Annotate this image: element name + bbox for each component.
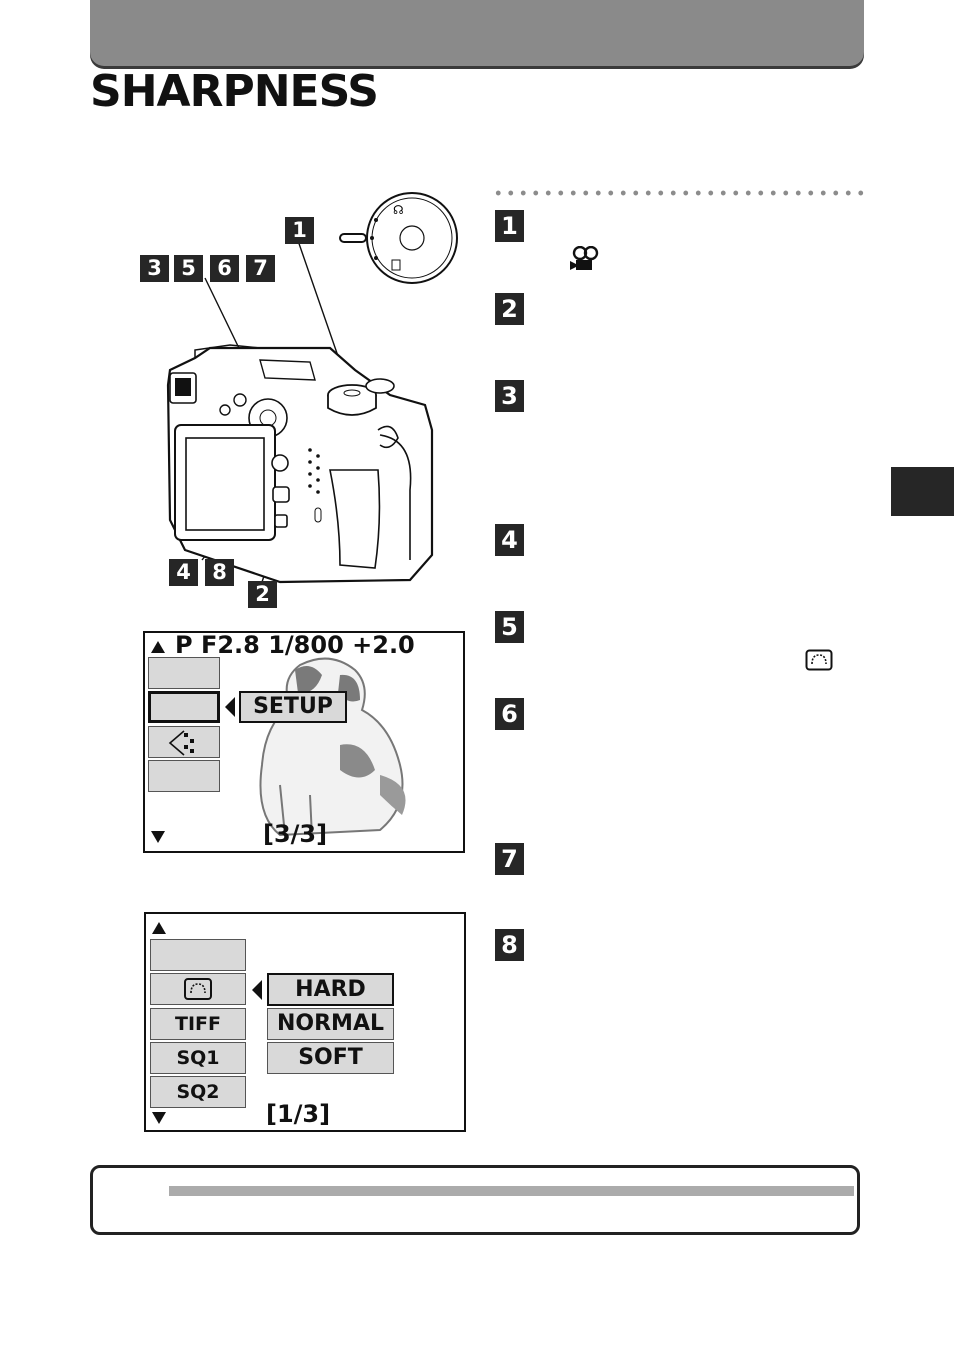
note-box bbox=[90, 1165, 860, 1235]
down-arrow-icon bbox=[151, 831, 165, 843]
setup-option[interactable]: SETUP bbox=[239, 691, 347, 723]
up-arrow-icon bbox=[151, 641, 165, 653]
callout-3: 3 bbox=[140, 255, 169, 282]
callout-5: 5 bbox=[174, 255, 203, 282]
lcd-setup-screen: P F2.8 1/800 +2.0 SETUP [3/3] bbox=[143, 631, 465, 853]
step-number-6: 6 bbox=[495, 698, 524, 730]
sharpness-icon bbox=[805, 649, 833, 671]
camera-illustration: ☊ bbox=[166, 192, 458, 584]
dog-photo bbox=[259, 657, 406, 838]
sharpness-icon bbox=[184, 978, 212, 1000]
header-bar bbox=[90, 0, 864, 66]
callout-2: 2 bbox=[248, 581, 277, 608]
menu-tile-4[interactable] bbox=[148, 760, 220, 792]
callout-4: 4 bbox=[169, 559, 198, 586]
step-number-2: 2 bbox=[495, 293, 524, 325]
menu-tile-card-setup[interactable] bbox=[148, 726, 220, 758]
page-indicator: [3/3] bbox=[263, 820, 328, 848]
option-hard[interactable]: HARD bbox=[267, 973, 394, 1006]
down-arrow-icon bbox=[152, 1112, 166, 1124]
movie-mode-icon bbox=[570, 246, 599, 270]
menu-tile-sq2[interactable]: SQ2 bbox=[150, 1076, 246, 1108]
option-soft[interactable]: SOFT bbox=[267, 1042, 394, 1074]
pointer-left-icon bbox=[225, 697, 235, 717]
up-arrow-icon bbox=[152, 922, 166, 934]
step-number-4: 4 bbox=[495, 524, 524, 556]
section-tab bbox=[891, 467, 954, 516]
exposure-status: P F2.8 1/800 +2.0 bbox=[175, 631, 415, 659]
step-number-3: 3 bbox=[495, 380, 524, 412]
page-indicator: [1/3] bbox=[266, 1100, 331, 1128]
lcd-sharpness-screen: TIFF SQ1 SQ2 HARD NORMAL SOFT [1/3] bbox=[144, 912, 466, 1132]
callout-1: 1 bbox=[285, 217, 314, 244]
menu-tile-sharpness[interactable] bbox=[150, 973, 246, 1005]
menu-tile-selected[interactable] bbox=[148, 691, 220, 723]
option-normal[interactable]: NORMAL bbox=[267, 1008, 394, 1040]
callout-7: 7 bbox=[246, 255, 275, 282]
step-number-5: 5 bbox=[495, 611, 524, 643]
menu-tile-blank[interactable] bbox=[150, 939, 246, 971]
page-title: SHARPNESS bbox=[90, 66, 379, 117]
menu-tile-1[interactable] bbox=[148, 657, 220, 689]
callout-8: 8 bbox=[205, 559, 234, 586]
section-divider bbox=[492, 190, 864, 196]
step-number-7: 7 bbox=[495, 843, 524, 875]
note-header-bar bbox=[169, 1186, 854, 1196]
step-number-8: 8 bbox=[495, 929, 524, 961]
pointer-left-icon bbox=[252, 980, 262, 1000]
step-number-1: 1 bbox=[495, 210, 524, 242]
menu-tile-tiff[interactable]: TIFF bbox=[150, 1008, 246, 1040]
menu-tile-sq1[interactable]: SQ1 bbox=[150, 1042, 246, 1074]
card-setup-icon bbox=[168, 730, 194, 756]
callout-6: 6 bbox=[210, 255, 239, 282]
svg-text:☊: ☊ bbox=[393, 203, 404, 217]
